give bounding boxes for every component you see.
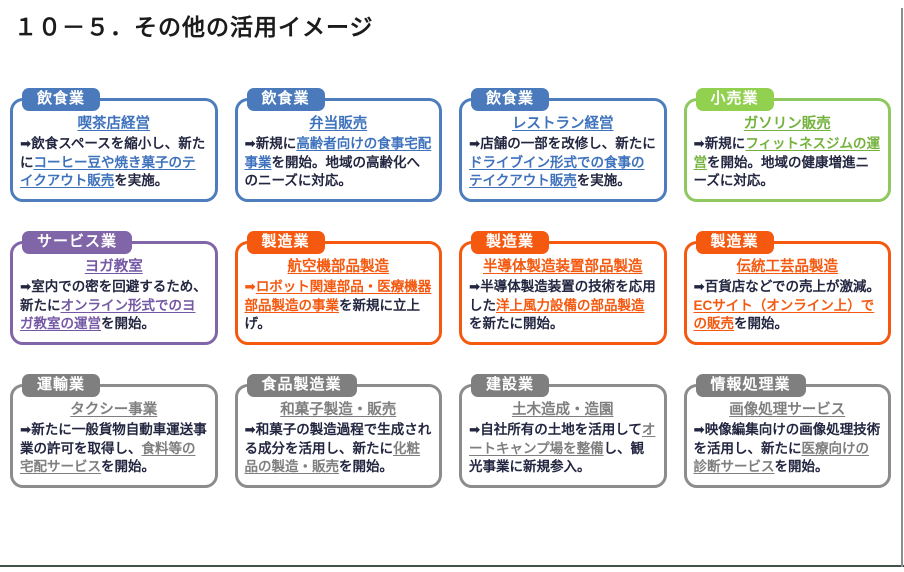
card-theme: 和菓子製造・販売 — [280, 402, 397, 418]
card-body: ➡半導体製造装置の技術を応用した洋上風力設備の部品製造を新たに開始。 — [469, 278, 657, 334]
body-highlight: オートキャンプ場を整備 — [469, 422, 656, 456]
industry-card: 食品製造業 和菓子製造・販売 ➡和菓子の製造過程で生成される成分を活用し、新たに… — [234, 374, 442, 488]
industry-card: サービス業 ヨガ教室 ➡室内での密を回避するため、新たにオンライン形式でのヨガ教… — [10, 231, 218, 345]
category-badge: 飲食業 — [246, 88, 325, 111]
body-text: を開始。地域の高齢化へのニーズに対応。 — [244, 154, 421, 189]
body-text: ➡室内での密を回避するため、新たに — [20, 279, 207, 313]
category-badge: 飲食業 — [22, 88, 101, 111]
card-theme: レストラン経営 — [512, 116, 614, 132]
category-badge: 小売業 — [695, 88, 774, 111]
body-highlight: ➡ — [244, 279, 256, 295]
slide-bottom-border — [0, 565, 904, 567]
card-theme: 喫茶店経営 — [77, 116, 151, 132]
category-badge: 製造業 — [471, 231, 550, 254]
card-body: ➡ロボット関連部品・医療機器部品製造の事業を新規に立上げ。 — [245, 278, 433, 334]
body-text: を開始。 — [339, 459, 393, 475]
card-theme: 伝統工芸品製造 — [736, 259, 839, 275]
category-badge: 製造業 — [695, 231, 774, 254]
category-badge: サービス業 — [22, 231, 133, 254]
category-badge: 運輸業 — [22, 374, 101, 397]
body-text: ➡自社所有の土地を活用して — [469, 422, 642, 438]
body-highlight: 医療向けの診断サービス — [693, 440, 870, 475]
card-body: ➡新規にフィットネスジムの運営を開始。地域の健康増進ニーズに対応。 — [694, 135, 882, 191]
category-badge: 建設業 — [471, 374, 550, 397]
card-body: ➡自社所有の土地を活用してオートキャンプ場を整備し、観光事業に新規参入。 — [469, 421, 657, 477]
page-title: １０－５．その他の活用イメージ — [14, 14, 374, 40]
body-text: ➡和菓子の製造過程で生成される成分を活用し、新たに — [244, 422, 432, 456]
body-text: ➡新たに一般貨物自動車運送事業の許可を取得し、 — [20, 422, 207, 456]
body-highlight: 高齢者向けの食事宅配事業 — [244, 136, 432, 170]
card-theme: 半導体製造装置部品製造 — [483, 259, 643, 275]
body-text: を新たに開始。 — [469, 316, 564, 332]
body-text: を開始。 — [774, 459, 829, 475]
body-highlight: 洋上風力設備の部品製造 — [496, 297, 645, 313]
card-theme: 航空機部品製造 — [287, 259, 390, 275]
body-text: を実施。 — [576, 173, 631, 189]
body-text: ➡店舗の一部を改修し、新たに — [469, 136, 656, 152]
body-text: ➡半導体製造装置の技術を応用した — [469, 279, 656, 313]
body-highlight: ロボット関連部品・医療機器部品製造の事業 — [244, 279, 432, 313]
card-body: ➡店舗の一部を改修し、新たにドライブイン形式での食事のテイクアウト販売を実施。 — [469, 135, 657, 191]
industry-card: 小売業 ガソリン販売 ➡新規にフィットネスジムの運営を開始。地域の健康増進ニーズ… — [683, 88, 891, 202]
body-highlight: ドライブイン形式での食事のテイクアウト販売 — [469, 154, 645, 189]
card-body: ➡室内での密を回避するため、新たにオンライン形式でのヨガ教室の運営を開始。 — [20, 278, 208, 334]
cards-grid: 飲食業 喫茶店経営 ➡飲食スペースを縮小し、新たにコーヒー豆や焼き菓子のテイクア… — [10, 88, 891, 488]
card-theme: タクシー事業 — [70, 402, 158, 418]
card-body: ➡和菓子の製造過程で生成される成分を活用し、新たに化粧品の製造・販売を開始。 — [245, 421, 433, 477]
industry-card: 製造業 伝統工芸品製造 ➡百貨店などでの売上が激減。 ECサイト（オンライン上）で… — [683, 231, 891, 345]
card-theme: ガソリン販売 — [743, 116, 831, 132]
body-text: ➡映像編集向けの画像処理技術を活用し、新たに — [693, 422, 881, 456]
card-theme: 弁当販売 — [309, 116, 368, 132]
body-text: を開始。 — [101, 459, 155, 475]
body-highlight: フィットネスジムの運営 — [693, 136, 881, 170]
body-text: を開始。 — [101, 316, 155, 332]
body-highlight: ECサイト（オンライン上）での販売 — [693, 297, 875, 332]
card-body: ➡映像編集向けの画像処理技術を活用し、新たに医療向けの診断サービスを開始。 — [694, 421, 882, 477]
category-badge: 飲食業 — [471, 88, 550, 111]
industry-card: 飲食業 レストラン経営 ➡店舗の一部を改修し、新たにドライブイン形式での食事のテ… — [459, 88, 667, 202]
industry-card: 飲食業 喫茶店経営 ➡飲食スペースを縮小し、新たにコーヒー豆や焼き菓子のテイクア… — [10, 88, 218, 202]
body-highlight: 食料等の宅配サービス — [20, 440, 196, 475]
body-text: し、観光事業に新規参入。 — [469, 440, 645, 475]
body-text: を開始。 — [734, 316, 788, 332]
card-body: ➡新規に高齢者向けの食事宅配事業を開始。地域の高齢化へのニーズに対応。 — [245, 135, 433, 191]
card-body: ➡百貨店などでの売上が激減。 ECサイト（オンライン上）での販売を開始。 — [694, 278, 882, 334]
card-theme: ヨガ教室 — [84, 259, 143, 275]
industry-card: 製造業 航空機部品製造 ➡ロボット関連部品・医療機器部品製造の事業を新規に立上げ… — [234, 231, 442, 345]
body-text: ➡飲食スペースを縮小し、新たに — [20, 136, 206, 170]
slide-right-border — [901, 8, 903, 567]
category-badge: 食品製造業 — [246, 374, 357, 397]
industry-card: 建設業 土木造成・造園 ➡自社所有の土地を活用してオートキャンプ場を整備し、観光… — [459, 374, 667, 488]
card-body: ➡新たに一般貨物自動車運送事業の許可を取得し、食料等の宅配サービスを開始。 — [20, 421, 208, 477]
body-text: を実施。 — [114, 173, 169, 189]
body-highlight: コーヒー豆や焼き菓子のテイクアウト販売 — [20, 154, 196, 189]
body-highlight: オンライン形式でのヨガ教室の運営 — [20, 297, 196, 332]
industry-card: 運輸業 タクシー事業 ➡新たに一般貨物自動車運送事業の許可を取得し、食料等の宅配… — [10, 374, 218, 488]
card-body: ➡飲食スペースを縮小し、新たにコーヒー豆や焼き菓子のテイクアウト販売を実施。 — [20, 135, 208, 191]
industry-card: 飲食業 弁当販売 ➡新規に高齢者向けの食事宅配事業を開始。地域の高齢化へのニーズ… — [234, 88, 442, 202]
body-text: ➡新規に — [693, 136, 746, 152]
industry-card: 製造業 半導体製造装置部品製造 ➡半導体製造装置の技術を応用した洋上風力設備の部… — [459, 231, 667, 345]
body-text: ➡百貨店などでの売上が激減。 — [693, 279, 881, 295]
industry-card: 情報処理業 画像処理サービス ➡映像編集向けの画像処理技術を活用し、新たに医療向… — [683, 374, 891, 488]
body-text: を開始。地域の健康増進ニーズに対応。 — [693, 154, 870, 189]
body-text: を新規に立上げ。 — [244, 297, 421, 332]
card-theme: 土木造成・造園 — [512, 402, 614, 418]
body-highlight: 化粧品の製造・販売 — [244, 440, 421, 475]
category-badge: 情報処理業 — [695, 374, 806, 397]
card-theme: 画像処理サービス — [729, 402, 846, 418]
body-text: ➡新規に — [244, 136, 297, 152]
category-badge: 製造業 — [246, 231, 325, 254]
